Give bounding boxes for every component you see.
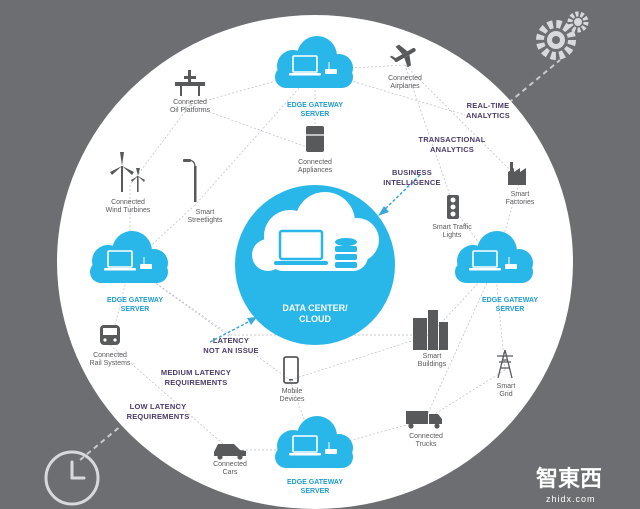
node-appliances: Connected Appliances <box>298 126 333 174</box>
laptop-icon <box>274 229 328 265</box>
data-center-label-line2: CLOUD <box>299 314 331 324</box>
airplane-icon <box>389 44 416 68</box>
power-tower-icon <box>497 349 513 379</box>
gateway-bottom: EDGE GATEWAY SERVER <box>275 416 353 495</box>
node-grid: Smart Grid <box>497 349 516 398</box>
buildings-label-line1: Smart <box>423 353 442 360</box>
latency-line2: NOT AN ISSUE <box>203 346 258 355</box>
medium-latency-line2: REQUIREMENTS <box>165 378 228 387</box>
factories-label-line2: Factories <box>506 199 535 206</box>
gateway-top: EDGE GATEWAY SERVER <box>275 36 353 118</box>
mobile-label-line1: Mobile <box>282 388 303 395</box>
business-line2: INTELLIGENCE <box>383 178 440 187</box>
watermark: 智東西 zhidx.com <box>536 466 602 504</box>
low-latency-line1: LOW LATENCY <box>130 402 187 411</box>
grid-label-line1: Smart <box>497 383 516 390</box>
gateway-bottom-label-line1: EDGE GATEWAY <box>287 479 343 486</box>
wind-label-line2: Wind Turbines <box>106 207 151 214</box>
truck-icon <box>406 411 442 429</box>
node-mobile-devices: Mobile Devices <box>280 356 305 403</box>
traffic-label-line2: Lights <box>443 232 462 239</box>
node-cars: Connected Cars <box>213 444 247 476</box>
watermark-latin: zhidx.com <box>546 494 596 504</box>
smartphone-icon <box>283 356 299 384</box>
buildings-icon <box>413 310 448 350</box>
airplanes-label-line2: Airplanes <box>390 83 420 90</box>
watermark-chinese: 智東西 <box>536 466 602 492</box>
grid-label-line2: Grid <box>499 391 512 398</box>
factory-icon <box>508 162 526 185</box>
node-airplanes: Connected Airplanes <box>388 44 422 90</box>
oil-label-line2: Oil Platforms <box>170 107 211 114</box>
trucks-label-line1: Connected <box>409 433 443 440</box>
laptop-icon <box>292 55 318 73</box>
gateway-right: EDGE GATEWAY SERVER <box>455 231 538 313</box>
streetlight-icon <box>183 159 197 202</box>
oil-platform-icon <box>175 70 205 96</box>
gateway-bottom-label-line2: SERVER <box>301 488 330 495</box>
gateway-right-label-line2: SERVER <box>496 306 525 313</box>
wind-turbine-icon <box>110 152 145 192</box>
flow-arrows <box>209 174 421 343</box>
node-trucks: Connected Trucks <box>406 411 443 448</box>
trucks-label-line2: Trucks <box>416 441 437 448</box>
data-center-node: DATA CENTER/ CLOUD <box>235 185 395 345</box>
laptop-icon <box>107 250 133 268</box>
rail-label-line2: Rail Systems <box>90 360 131 367</box>
data-center-label-line1: DATA CENTER/ <box>282 303 348 313</box>
realtime-line2: ANALYTICS <box>466 111 510 120</box>
laptop-icon <box>292 435 318 453</box>
streetlights-label-line1: Smart <box>196 209 215 216</box>
gateway-left: EDGE GATEWAY SERVER <box>90 231 168 313</box>
node-factories: Smart Factories <box>506 162 535 206</box>
latency-line1: LATENCY <box>213 336 249 345</box>
database-icon <box>335 238 357 268</box>
traffic-label-line1: Smart Traffic <box>432 224 472 231</box>
gateway-left-label-line1: EDGE GATEWAY <box>107 297 163 304</box>
transactional-line1: TRANSACTIONAL <box>418 135 485 144</box>
node-oil-platforms: Connected Oil Platforms <box>170 70 211 114</box>
node-wind-turbines: Connected Wind Turbines <box>106 152 151 214</box>
transactional-line2: ANALYTICS <box>430 145 474 154</box>
oil-label-line1: Connected <box>173 99 207 106</box>
cars-label-line1: Connected <box>213 461 247 468</box>
wind-label-line1: Connected <box>111 199 145 206</box>
realtime-line1: REAL-TIME <box>467 101 510 110</box>
buildings-label-line2: Buildings <box>418 361 447 368</box>
gateway-left-label-line2: SERVER <box>121 306 150 313</box>
car-icon <box>214 444 246 460</box>
node-rail-systems: Connected Rail Systems <box>90 325 131 367</box>
gateway-top-label-line1: EDGE GATEWAY <box>287 102 343 109</box>
appliances-label-line2: Appliances <box>298 167 333 174</box>
clock-icon <box>44 450 100 506</box>
medium-latency-line1: MEDIUM LATENCY <box>161 368 231 377</box>
rail-label-line1: Connected <box>93 352 127 359</box>
mobile-label-line2: Devices <box>280 396 305 403</box>
network-lines <box>109 64 521 451</box>
router-icon <box>325 442 337 454</box>
node-traffic-lights: Smart Traffic Lights <box>432 195 472 239</box>
router-icon <box>325 62 337 74</box>
cars-label-line2: Cars <box>223 469 238 476</box>
airplanes-label-line1: Connected <box>388 75 422 82</box>
low-latency-line2: REQUIREMENTS <box>127 412 190 421</box>
appliances-label-line1: Connected <box>298 159 332 166</box>
router-icon <box>140 257 152 269</box>
factories-label-line1: Smart <box>511 191 530 198</box>
laptop-icon <box>472 250 498 268</box>
gears-icon <box>536 11 589 60</box>
train-icon <box>100 325 120 345</box>
node-buildings: Smart Buildings <box>413 310 448 368</box>
gateway-top-label-line2: SERVER <box>301 111 330 118</box>
gateway-right-label-line1: EDGE GATEWAY <box>482 297 538 304</box>
node-streetlights: Smart Streetlights <box>183 159 223 224</box>
router-icon <box>505 257 517 269</box>
business-line1: BUSINESS <box>392 168 432 177</box>
streetlights-label-line2: Streetlights <box>187 217 223 224</box>
traffic-light-icon <box>447 195 459 219</box>
refrigerator-icon <box>306 126 324 152</box>
